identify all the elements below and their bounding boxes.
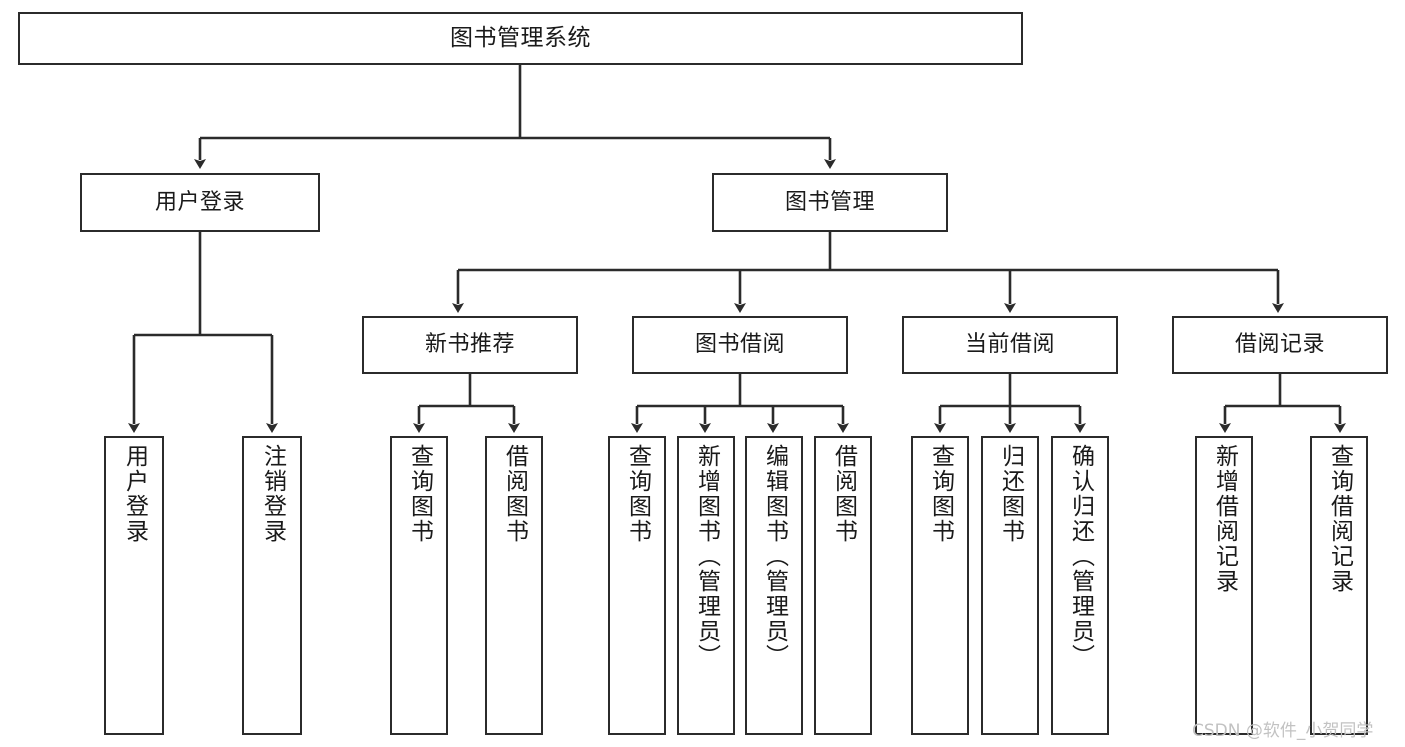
node-label: 图书借阅 <box>694 332 785 358</box>
leaf-book-borrow-add[interactable]: 新增图书（管理员） <box>677 436 735 735</box>
node-borrow-record[interactable]: 借阅记录 <box>1172 316 1388 374</box>
leaf-book-borrow-query[interactable]: 查询图书 <box>608 436 666 735</box>
node-label: 图书管理系统 <box>450 25 591 52</box>
node-label: 新书推荐 <box>424 332 515 358</box>
node-label: 查询图书 <box>927 444 954 544</box>
node-label: 查询图书 <box>406 444 433 544</box>
node-label: 注销登录 <box>259 444 286 544</box>
node-user-login[interactable]: 用户登录 <box>80 173 320 232</box>
leaf-new-book-borrow[interactable]: 借阅图书 <box>485 436 543 735</box>
node-label: 图书管理 <box>784 189 875 215</box>
node-label: 用户登录 <box>154 189 245 215</box>
node-label: 借阅图书 <box>501 444 528 544</box>
leaf-book-borrow-edit[interactable]: 编辑图书（管理员） <box>745 436 803 735</box>
leaf-book-borrow-borrow[interactable]: 借阅图书 <box>814 436 872 735</box>
leaf-user-login-login[interactable]: 用户登录 <box>104 436 164 735</box>
node-current-borrow[interactable]: 当前借阅 <box>902 316 1118 374</box>
node-label: 编辑图书（管理员） <box>761 444 788 669</box>
leaf-borrow-record-add[interactable]: 新增借阅记录 <box>1195 436 1253 735</box>
node-label: 借阅记录 <box>1234 332 1325 358</box>
leaf-user-login-logout[interactable]: 注销登录 <box>242 436 302 735</box>
node-book-borrow[interactable]: 图书借阅 <box>632 316 848 374</box>
node-label: 新增借阅记录 <box>1211 444 1238 594</box>
node-label: 当前借阅 <box>964 332 1055 358</box>
leaf-borrow-record-query[interactable]: 查询借阅记录 <box>1310 436 1368 735</box>
leaf-current-borrow-query[interactable]: 查询图书 <box>911 436 969 735</box>
leaf-new-book-query[interactable]: 查询图书 <box>390 436 448 735</box>
node-label: 用户登录 <box>121 444 148 544</box>
node-label: 归还图书 <box>997 444 1024 544</box>
node-label: 新增图书（管理员） <box>693 444 720 669</box>
node-label: 借阅图书 <box>830 444 857 544</box>
node-book-management[interactable]: 图书管理 <box>712 173 948 232</box>
node-root-system[interactable]: 图书管理系统 <box>18 12 1023 65</box>
leaf-current-borrow-return[interactable]: 归还图书 <box>981 436 1039 735</box>
node-label: 确认归还（管理员） <box>1067 444 1094 669</box>
node-label: 查询图书 <box>624 444 651 544</box>
node-label: 查询借阅记录 <box>1326 444 1353 594</box>
csdn-watermark: CSDN @软件_小贺同学 <box>1192 721 1374 741</box>
leaf-current-borrow-confirm[interactable]: 确认归还（管理员） <box>1051 436 1109 735</box>
node-new-book-recommend[interactable]: 新书推荐 <box>362 316 578 374</box>
